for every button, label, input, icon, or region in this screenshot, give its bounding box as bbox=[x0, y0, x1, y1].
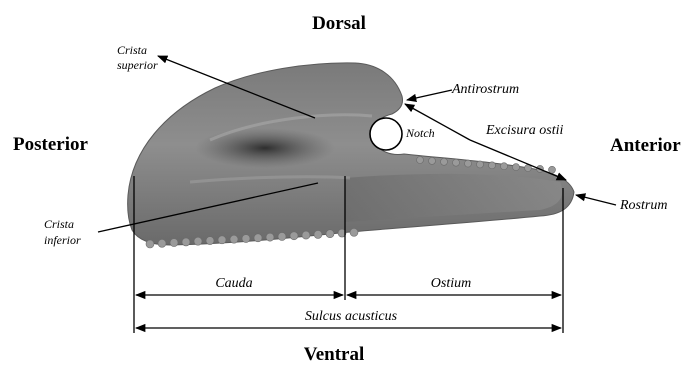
label-crista-superior-line2: superior bbox=[117, 58, 158, 72]
notch-outline bbox=[370, 118, 402, 150]
crenulation-bump bbox=[158, 239, 166, 247]
crenulation-bump bbox=[230, 235, 238, 243]
label-rostrum: Rostrum bbox=[619, 198, 667, 213]
label-excisura-ostii: Excisura ostii bbox=[485, 123, 563, 138]
crenulation-bump bbox=[326, 230, 334, 238]
crenulation-bump bbox=[290, 232, 298, 240]
crenulation-bump bbox=[302, 231, 310, 239]
crenulation-bump bbox=[146, 240, 154, 248]
crenulation-bump bbox=[254, 234, 262, 242]
crenulation-bump bbox=[350, 228, 358, 236]
direction-anterior: Anterior bbox=[610, 135, 681, 156]
crenulation-bump bbox=[170, 239, 178, 247]
crenulation-bump bbox=[513, 164, 520, 171]
crenulation-bump bbox=[278, 232, 286, 240]
crenulation-bump bbox=[477, 161, 484, 168]
crenulation-bump bbox=[501, 163, 508, 170]
direction-ventral: Ventral bbox=[304, 344, 365, 365]
crenulation-bump bbox=[182, 238, 190, 246]
crenulation-bump bbox=[194, 237, 202, 245]
crenulation-bump bbox=[206, 237, 214, 245]
crenulation-bump bbox=[441, 158, 448, 165]
crenulation-bump bbox=[266, 233, 274, 241]
label-antirostrum: Antirostrum bbox=[451, 82, 519, 97]
label-ostium: Ostium bbox=[431, 276, 471, 291]
crenulation-bump bbox=[429, 157, 436, 164]
label-crista-superior-line1: Crista bbox=[117, 43, 147, 57]
direction-dorsal: Dorsal bbox=[312, 13, 366, 34]
crenulation-bump bbox=[242, 235, 250, 243]
direction-posterior: Posterior bbox=[13, 134, 88, 155]
label-cauda: Cauda bbox=[215, 276, 252, 291]
label-crista-inferior-line1: Crista bbox=[44, 217, 74, 231]
crenulation-bump bbox=[489, 162, 496, 169]
label-crista-inferior-line2: inferior bbox=[44, 233, 81, 247]
label-sulcus-acusticus: Sulcus acusticus bbox=[305, 309, 398, 324]
pointer-antirostrum bbox=[407, 90, 452, 100]
pointer-rostrum bbox=[576, 195, 616, 205]
label-notch: Notch bbox=[405, 126, 435, 140]
crenulation-bump bbox=[417, 157, 424, 164]
crenulation-bump bbox=[218, 236, 226, 244]
sulcus-groove bbox=[195, 128, 335, 168]
crenulation-bump bbox=[465, 160, 472, 167]
crenulation-bump bbox=[314, 230, 322, 238]
crenulation-bump bbox=[453, 159, 460, 166]
crenulation-bump bbox=[549, 166, 556, 173]
